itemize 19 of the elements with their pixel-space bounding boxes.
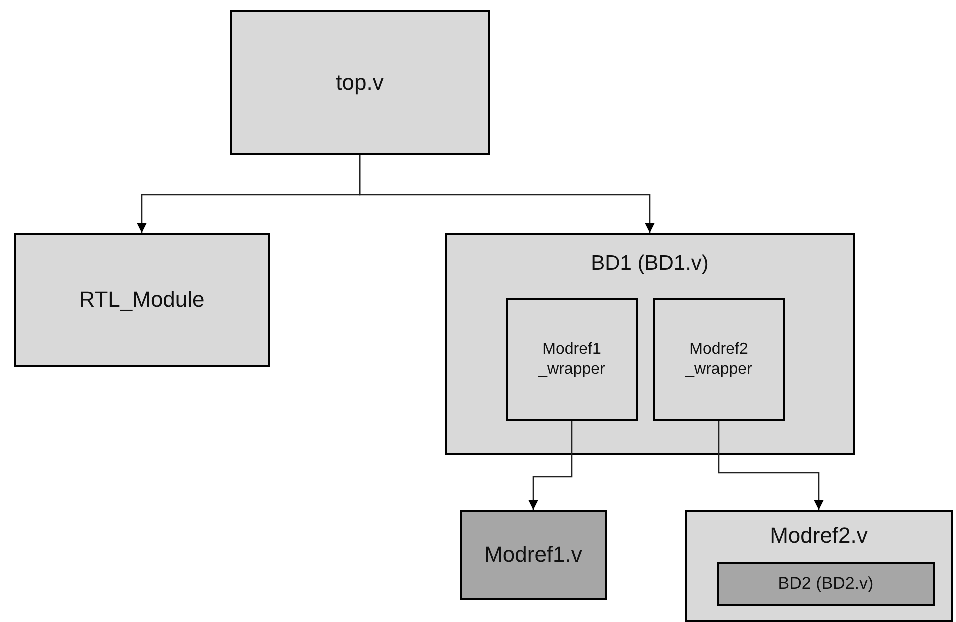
block-design-container (445, 233, 855, 455)
module-box (14, 233, 270, 367)
module-box (230, 10, 490, 155)
connector-arrow (718, 421, 824, 510)
module-box (460, 510, 607, 600)
node-label: BD1 (BD1.v) (591, 251, 709, 277)
wrapper-box (653, 298, 785, 421)
module-container (685, 510, 953, 622)
connector-arrow (359, 155, 655, 233)
wrapper-box (506, 298, 638, 421)
node-label: Modref1.v (484, 541, 584, 569)
node-label: Modref2 _wrapper (684, 340, 754, 380)
node-label: top.v (335, 68, 385, 96)
node-label: BD2 (BD2.v) (777, 573, 875, 595)
connector-arrow (528, 421, 573, 510)
node-label: RTL_Module (78, 286, 206, 314)
block-design-box (717, 562, 935, 606)
node-label: Modref2.v (770, 522, 868, 550)
node-label: Modref1 _wrapper (537, 340, 606, 380)
